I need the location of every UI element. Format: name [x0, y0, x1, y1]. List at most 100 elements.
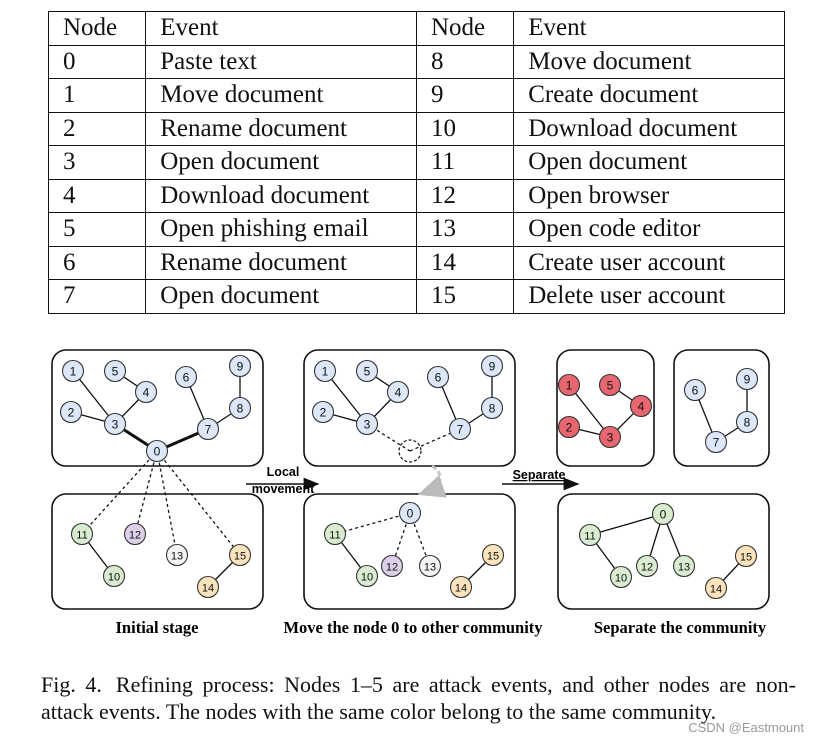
- header-event: Event: [145, 11, 417, 46]
- svg-text:13: 13: [678, 562, 690, 574]
- separated-node-8: 8: [735, 410, 759, 434]
- moved-node-7: 7: [448, 417, 472, 441]
- initial-node-3: 3: [103, 412, 127, 436]
- svg-text:5: 5: [607, 379, 614, 393]
- event-cell: Download document: [513, 111, 785, 146]
- moved-node-3: 3: [355, 412, 379, 436]
- node-cell: 6: [47, 245, 147, 280]
- moved-node-8: 8: [480, 396, 504, 420]
- event-cell: Open document: [145, 279, 417, 314]
- svg-text:3: 3: [607, 431, 614, 445]
- separated-node-12: 12: [635, 554, 659, 578]
- svg-text:14: 14: [455, 583, 467, 595]
- dashed-edge: [134, 450, 158, 535]
- event-cell: Move document: [513, 44, 785, 79]
- svg-text:8: 8: [744, 416, 751, 430]
- node-cell: 13: [415, 212, 515, 247]
- initial-node-11: 11: [70, 522, 94, 546]
- movement-label: movement: [252, 482, 315, 496]
- svg-text:5: 5: [112, 365, 119, 379]
- moved-node-5: 5: [355, 359, 379, 383]
- initial-node-4: 4: [134, 380, 158, 404]
- node-cell: 5: [47, 212, 147, 247]
- node-cell: 2: [47, 111, 147, 146]
- svg-text:7: 7: [205, 423, 212, 437]
- separated-node-11: 11: [578, 523, 602, 547]
- figure-caption: Fig. 4.Refining process: Nodes 1–5 are a…: [41, 671, 796, 725]
- watermark: CSDN @Eastmount: [688, 720, 804, 735]
- initial-top-community-box: [51, 349, 264, 467]
- svg-text:11: 11: [76, 530, 87, 542]
- event-cell: Delete user account: [513, 279, 785, 314]
- node-cell: 10: [415, 111, 515, 146]
- dashed-edge: [334, 512, 411, 535]
- moved-node-6: 6: [426, 365, 450, 389]
- moved-node-2: 2: [311, 400, 335, 424]
- separated-node-3: 3: [598, 425, 622, 449]
- moved-node-4: 4: [386, 380, 410, 404]
- header-event-2: Event: [513, 11, 785, 46]
- separated-node-6: 6: [683, 378, 707, 402]
- svg-text:1: 1: [322, 365, 329, 379]
- initial-node-14: 14: [196, 575, 220, 599]
- graph-edge: [324, 370, 368, 425]
- moved-node-13: 13: [418, 554, 442, 578]
- stage-label-move: Move the node 0 to other community: [283, 618, 543, 637]
- separated-node-15: 15: [734, 544, 758, 568]
- caption-text: Refining process: Nodes 1–5 are attack e…: [41, 672, 796, 724]
- node-cell: 15: [415, 279, 515, 314]
- svg-text:4: 4: [638, 400, 645, 414]
- separated-node-7: 7: [704, 430, 728, 454]
- separated-node-10: 10: [609, 565, 633, 589]
- svg-text:2: 2: [320, 406, 327, 420]
- svg-text:4: 4: [395, 386, 402, 400]
- initial-node-1: 1: [61, 359, 85, 383]
- moved-node-14: 14: [449, 575, 473, 599]
- separated-node-9: 9: [735, 367, 759, 391]
- separated-benign-community-box: [673, 349, 770, 467]
- svg-text:13: 13: [171, 551, 183, 563]
- moved-node-10: 10: [355, 564, 379, 588]
- initial-node-6: 6: [174, 365, 198, 389]
- svg-text:9: 9: [489, 360, 496, 374]
- svg-text:11: 11: [584, 531, 595, 543]
- svg-text:12: 12: [129, 530, 141, 542]
- separated-attack-community-box: [556, 349, 655, 467]
- svg-text:3: 3: [364, 418, 371, 432]
- event-cell: Download document: [145, 178, 417, 213]
- separated-node-4: 4: [629, 394, 653, 418]
- graph-edge: [589, 513, 664, 536]
- moved-node-9: 9: [480, 354, 504, 378]
- separated-node-5: 5: [598, 373, 622, 397]
- svg-text:8: 8: [237, 402, 244, 416]
- separated-node-0: 0: [651, 502, 675, 526]
- moved-node-0: 0: [398, 501, 422, 525]
- svg-text:13: 13: [424, 562, 436, 574]
- separated-node-14: 14: [704, 576, 728, 600]
- node-cell: 14: [415, 245, 515, 280]
- svg-text:7: 7: [713, 436, 720, 450]
- svg-text:0: 0: [660, 508, 667, 522]
- caption-label: Fig. 4.: [41, 672, 102, 697]
- initial-node-8: 8: [228, 396, 252, 420]
- svg-text:6: 6: [183, 371, 190, 385]
- initial-node-15: 15: [228, 543, 252, 567]
- svg-text:0: 0: [407, 507, 414, 521]
- dashed-edge: [81, 450, 158, 535]
- svg-text:1: 1: [566, 379, 573, 393]
- initial-node-10: 10: [102, 564, 126, 588]
- svg-text:10: 10: [108, 572, 120, 584]
- graph-edge: [72, 370, 116, 425]
- node-cell: 4: [47, 178, 147, 213]
- separated-bottom-community-box: [557, 493, 770, 610]
- move-bottom-community-box: [303, 493, 516, 610]
- stage-label-separate: Separate the community: [594, 618, 767, 637]
- svg-text:9: 9: [237, 360, 244, 374]
- svg-text:0: 0: [154, 445, 161, 459]
